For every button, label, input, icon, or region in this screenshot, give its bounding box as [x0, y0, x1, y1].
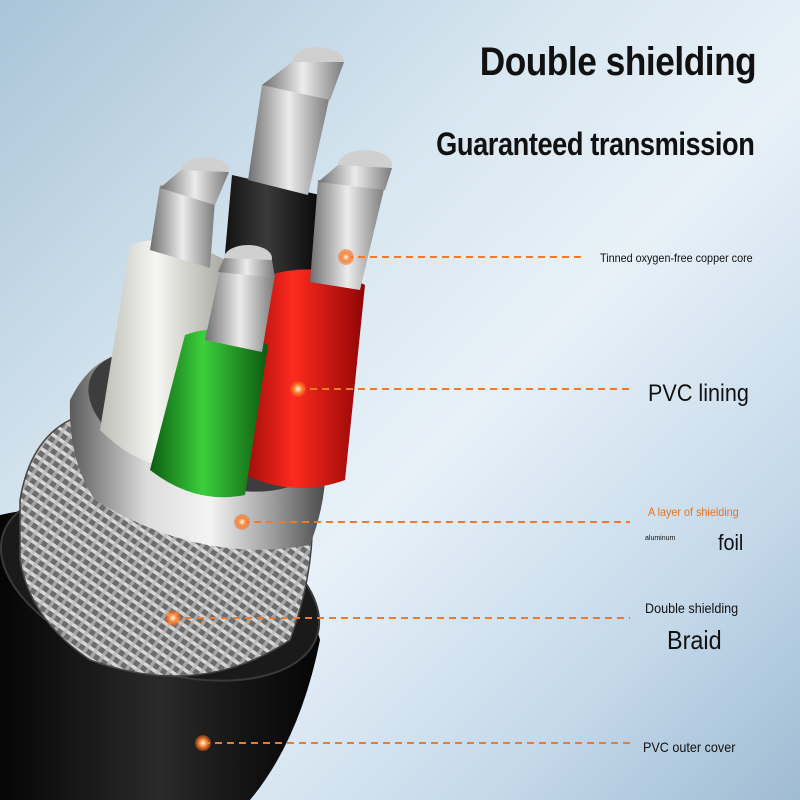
label-pvc-lining: PVC lining — [648, 380, 749, 407]
wire-red — [235, 150, 392, 488]
callout-lines — [173, 256, 630, 744]
label-foil: foil — [718, 530, 744, 555]
label-copper-core: Tinned oxygen-free copper core — [600, 251, 753, 265]
subheadline: Guaranteed transmission — [435, 126, 755, 162]
headline: Double shielding — [479, 40, 756, 84]
label-aluminum: aluminum — [645, 535, 676, 542]
label-braid: Braid — [667, 625, 722, 655]
label-outer-cover: PVC outer cover — [643, 739, 736, 755]
callout-dot-outer-cover — [195, 735, 211, 751]
label-double-shielding: Double shielding — [645, 600, 739, 616]
callout-dot-braid — [165, 610, 181, 626]
callout-dot-copper-core — [338, 249, 354, 265]
label-shield-layer: A layer of shielding — [648, 505, 739, 519]
wire-green — [150, 245, 275, 498]
callout-dots — [165, 249, 354, 751]
callout-dot-pvc-lining — [290, 381, 306, 397]
callout-dot-foil — [234, 514, 250, 530]
